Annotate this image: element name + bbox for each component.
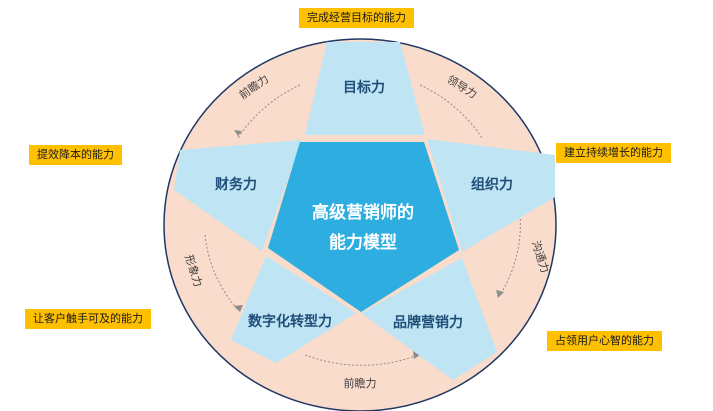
tag-efficiency-cost: 提效降本的能力 — [29, 145, 122, 165]
petal-label-finance: 财务力 — [214, 176, 257, 193]
petal-finance — [174, 140, 302, 251]
petal-digital — [231, 256, 356, 363]
arrow-heads — [234, 130, 504, 359]
petal-label-target: 目标力 — [343, 79, 385, 96]
petal-organization — [427, 139, 555, 252]
center-pentagon — [268, 142, 459, 312]
petal-label-brand: 品牌营销力 — [393, 314, 463, 331]
ring-label-foresight-bottom: 前瞻力 — [344, 376, 377, 390]
arrow-arc-top-left — [237, 84, 301, 139]
center-title-line-2: 能力模型 — [329, 232, 397, 253]
arrow-arc-left — [204, 234, 239, 311]
arrow-head-left-top — [234, 130, 242, 136]
arrow-head-left-bottom — [234, 305, 243, 312]
cycle-arrows — [204, 84, 521, 366]
tag-customer-reach: 让客户触手可及的能力 — [25, 309, 151, 329]
arrow-arc-right — [499, 214, 521, 296]
tag-user-mindshare: 占领用户心智的能力 — [547, 331, 662, 351]
petal-brand — [361, 258, 497, 380]
arrow-arc-top-right — [419, 84, 483, 139]
arrow-arc-bottom — [304, 354, 419, 366]
tag-business-goals: 完成经营目标的能力 — [299, 8, 414, 28]
petal-label-digital: 数字化转型力 — [248, 313, 332, 330]
tag-sustained-growth: 建立持续增长的能力 — [556, 143, 671, 163]
petal-label-organization: 组织力 — [471, 176, 513, 193]
petal-target — [305, 42, 425, 135]
arrow-head-right — [496, 290, 504, 298]
arrow-head-bottom — [413, 351, 420, 359]
center-title-line-1: 高级营销师的 — [312, 202, 414, 223]
